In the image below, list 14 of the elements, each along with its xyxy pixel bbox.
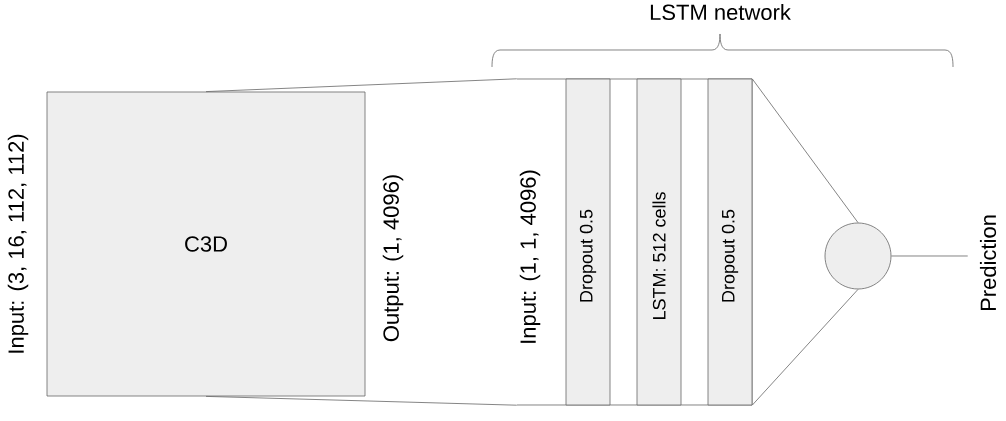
network-box: C3D	[46, 91, 366, 397]
layer-column: Dropout 0.5	[707, 78, 753, 406]
group-label: LSTM network	[650, 3, 791, 21]
connector-line	[205, 78, 518, 92]
connector-line	[751, 289, 859, 406]
connector-line	[205, 396, 518, 406]
shape-label: Input: (3, 16, 112, 112)	[7, 134, 29, 353]
connector-line	[751, 78, 859, 223]
layer-column: LSTM: 512 cells	[636, 78, 682, 406]
output-label: Prediction	[979, 215, 997, 311]
neuron-circle	[824, 222, 892, 290]
shape-label: Output: (1, 4096)	[382, 175, 404, 342]
connector-line	[891, 255, 969, 257]
layer-column: Dropout 0.5	[565, 78, 611, 406]
